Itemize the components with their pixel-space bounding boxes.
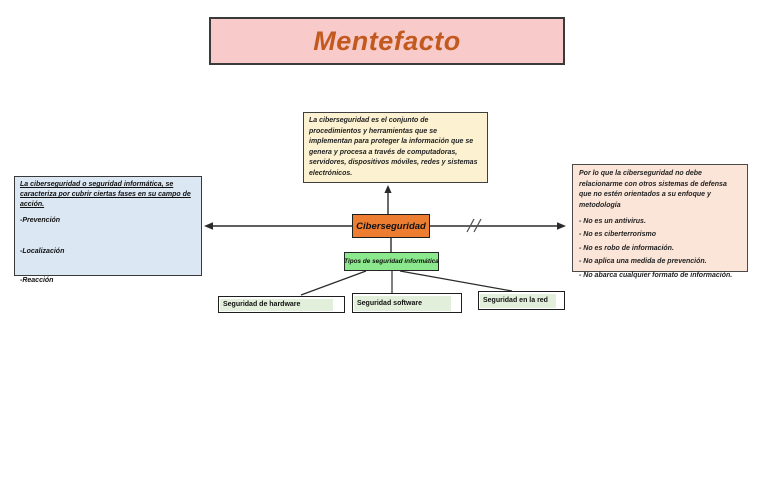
highlight-bar bbox=[480, 293, 557, 308]
exclusion-item: - No aplica una medida de prevención. bbox=[579, 258, 707, 265]
phases-header: La ciberseguridad o seguridad informátic… bbox=[20, 181, 191, 209]
central-node-label: Ciberseguridad bbox=[356, 220, 426, 232]
type-box-hardware: Seguridad de hardware bbox=[218, 296, 345, 313]
exclusion-item: - No es ciberterrorismo bbox=[579, 231, 657, 238]
phase-item-reaccion: -Reacción bbox=[20, 277, 54, 285]
types-node: Tipos de seguridad informática bbox=[344, 252, 439, 271]
type-box-network: Seguridad en la red bbox=[478, 291, 565, 310]
definition-text: La ciberseguridad es el conjunto de proc… bbox=[309, 117, 478, 177]
type-box-label: Seguridad de hardware bbox=[223, 301, 301, 308]
phase-item-localizacion: -Localización bbox=[20, 248, 65, 256]
central-node-ciberseguridad: Ciberseguridad bbox=[352, 214, 430, 238]
title-box: Mentefacto bbox=[209, 17, 565, 65]
types-node-label: Tipos de seguridad informática bbox=[344, 258, 439, 265]
highlight-bar bbox=[220, 298, 333, 311]
exclusion-item: - No abarca cualquier formato de informa… bbox=[579, 271, 733, 279]
exclusion-item: - No es robo de información. bbox=[579, 244, 674, 252]
exclusion-item: - No es un antivirus. bbox=[579, 217, 646, 225]
page-title: Mentefacto bbox=[313, 25, 461, 56]
type-box-label: Seguridad en la red bbox=[483, 297, 548, 304]
type-box-label: Seguridad software bbox=[357, 299, 422, 307]
exclusions-box: Por lo que la ciberseguridad no debe rel… bbox=[572, 164, 748, 279]
type-box-software: Seguridad software bbox=[352, 293, 462, 313]
phases-box: La ciberseguridad o seguridad informátic… bbox=[14, 176, 202, 284]
highlight-bar bbox=[354, 295, 452, 311]
exclusions-header: Por lo que la ciberseguridad no debe rel… bbox=[579, 170, 727, 209]
phase-item-prevencion: -Prevención bbox=[20, 217, 61, 225]
definition-box: La ciberseguridad es el conjunto de proc… bbox=[303, 112, 488, 183]
